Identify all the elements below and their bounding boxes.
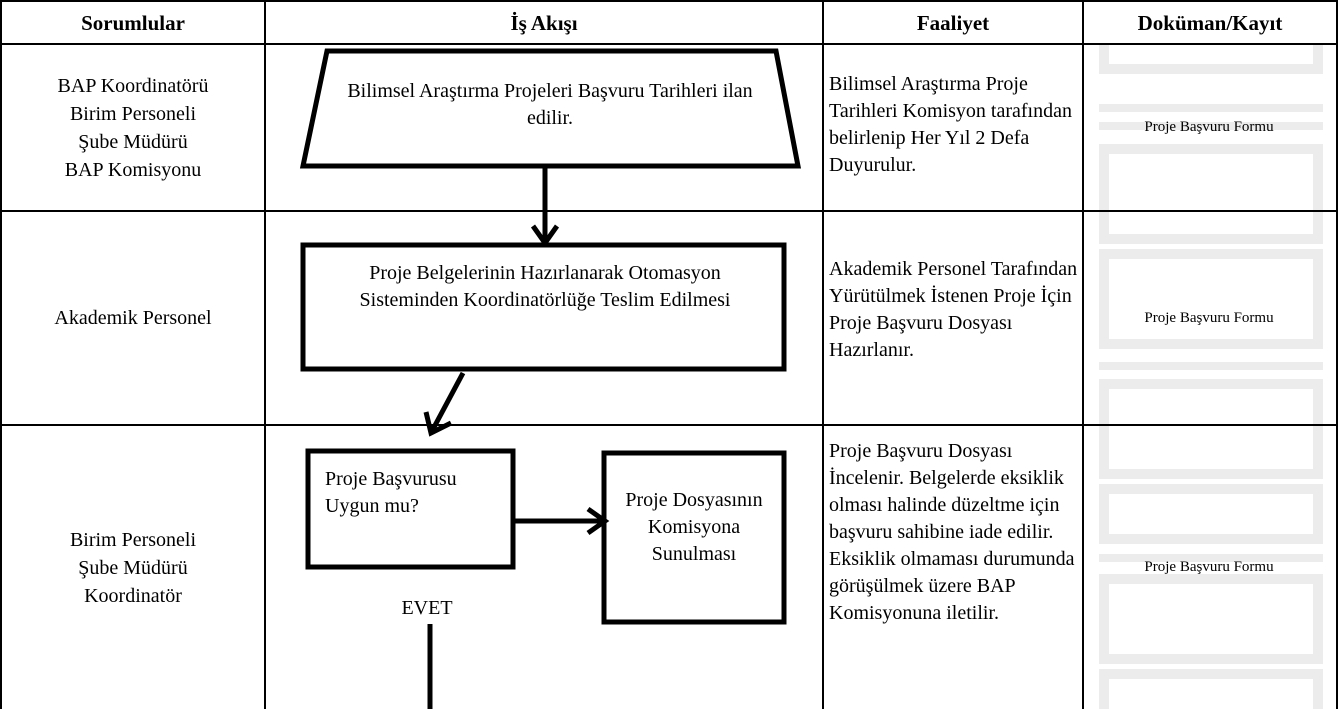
responsible-name: BAP Komisyonu xyxy=(64,158,202,181)
header-document: Doküman/Kayıt xyxy=(1137,10,1283,35)
header-responsibilities: Sorumlular xyxy=(81,10,185,35)
announce-text: Bilimsel Araştırma Projeleri Başvuru Tar… xyxy=(347,80,753,129)
responsible-name: BAP Koordinatörü xyxy=(57,74,209,97)
responsible-name: Akademik Personel xyxy=(54,307,212,329)
row-2-responsibles: Akademik Personel xyxy=(4,212,262,424)
responsible-name: Koordinatör xyxy=(84,584,182,607)
row-2-activity: Akademik Personel Tarafından Yürütülmek … xyxy=(829,258,1078,361)
decision-text: Proje Başvurusu Uygun mu? xyxy=(325,468,457,517)
arrowhead xyxy=(423,411,453,437)
responsible-name: Birim Personeli xyxy=(69,102,197,125)
responsible-name: Birim Personeli xyxy=(69,528,197,551)
header-activity: Faaliyet xyxy=(916,10,990,35)
row-1-activity: Bilimsel Araştırma Proje Tarihleri Komis… xyxy=(829,73,1072,176)
arrowhead xyxy=(586,506,610,536)
responsible-name: Şube Müdürü xyxy=(78,556,188,579)
row-1-document: Proje Başvuru Formu xyxy=(1144,119,1274,135)
responsible-name: Şube Müdürü xyxy=(78,130,188,153)
yes-label: EVET xyxy=(401,597,453,619)
arrow-prepare-to-decision xyxy=(429,371,466,433)
row-3-responsibles: Birim Personeli Şube Müdürü Koordinatör xyxy=(4,426,262,709)
prepare-text: Proje Belgelerinin Hazırlanarak Otomasyo… xyxy=(359,262,731,311)
arrowhead xyxy=(530,224,560,248)
row-3-activity: Proje Başvuru Dosyası İncelenir. Belgele… xyxy=(829,440,1075,624)
row-3-document: Proje Başvuru Formu xyxy=(1144,559,1274,575)
row-1-responsibles: BAP Koordinatörü Birim Personeli Şube Mü… xyxy=(4,45,262,210)
row-2-document: Proje Başvuru Formu xyxy=(1144,309,1274,326)
submit-text: Proje Dosyasının Komisyona Sunulması xyxy=(625,489,763,565)
header-workflow: İş Akışı xyxy=(510,10,578,35)
